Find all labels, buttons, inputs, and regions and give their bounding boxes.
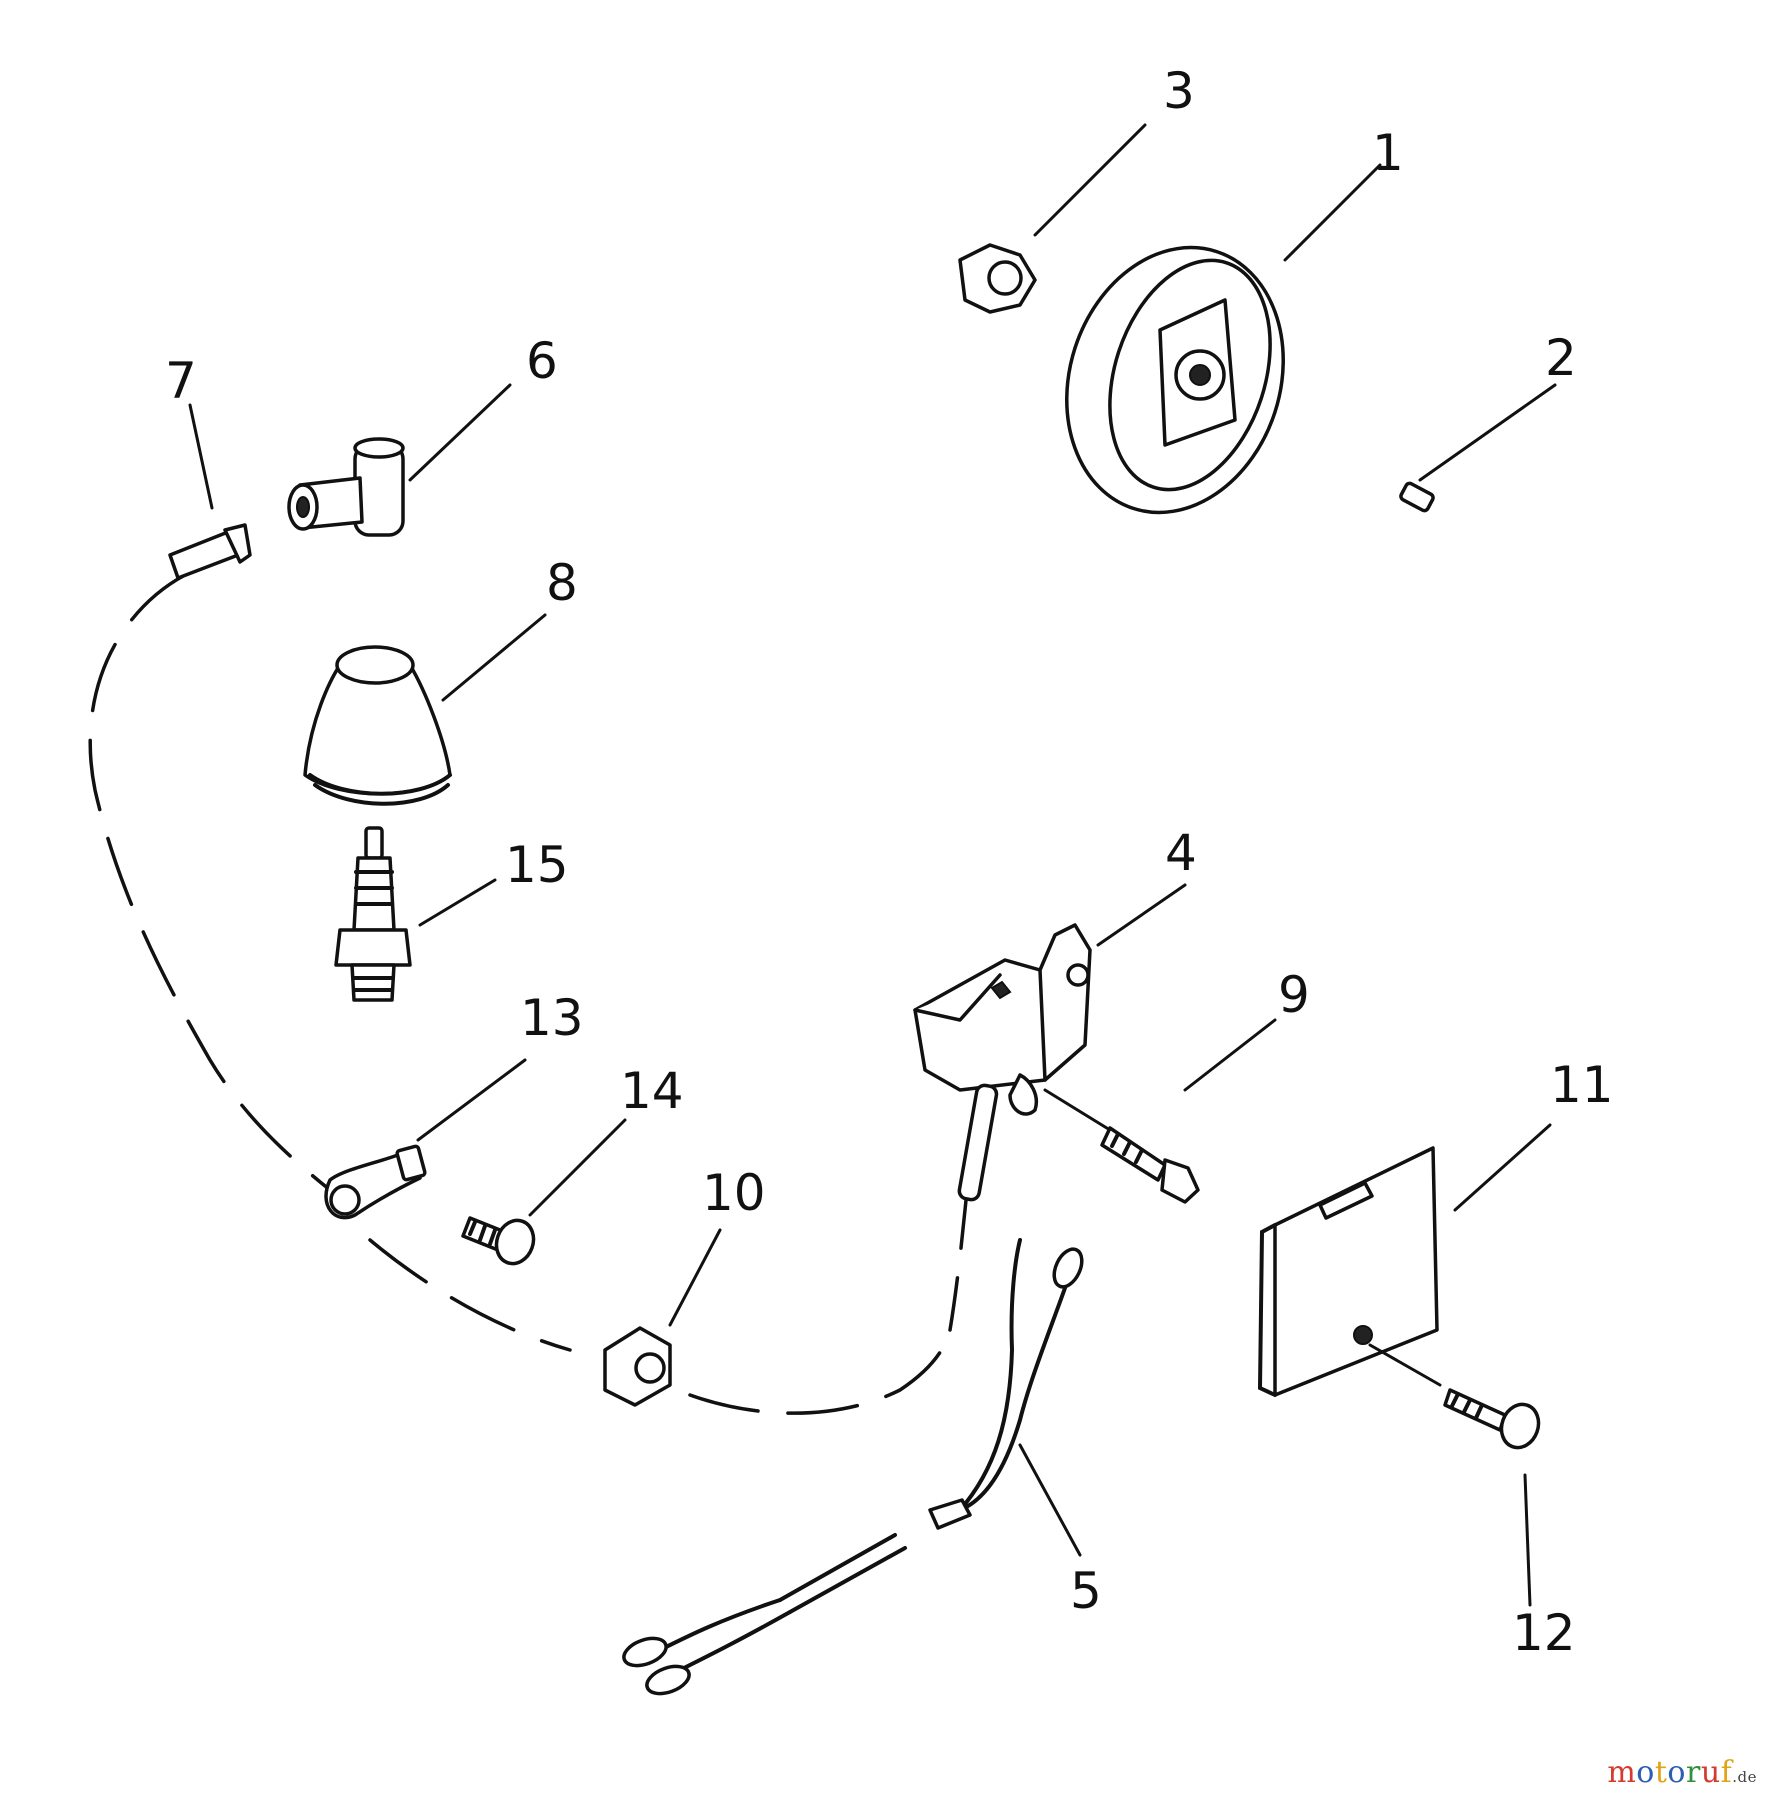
callout-3: 3 [1163, 62, 1195, 120]
callout-9: 9 [1278, 966, 1310, 1024]
ignition-coil-part [913, 923, 1092, 1202]
callout-15: 15 [505, 836, 569, 894]
ground-wire-part [622, 1238, 1084, 1696]
callout-11: 11 [1550, 1056, 1614, 1114]
wire-clamp-part [324, 1144, 427, 1220]
clamp-screw-part [461, 1216, 536, 1266]
callout-4: 4 [1165, 824, 1197, 882]
leader-lines [188, 123, 1557, 1607]
callout-12: 12 [1512, 1604, 1576, 1662]
callout-14: 14 [620, 1062, 684, 1120]
cover-screw-part [1368, 1343, 1541, 1450]
watermark-suffix: .de [1732, 1768, 1757, 1786]
callout-6: 6 [526, 332, 558, 390]
ignition-wire-dashed [88, 573, 332, 1192]
flywheel-part [1065, 245, 1285, 515]
watermark-letter: u [1700, 1755, 1721, 1790]
wire-terminal-part [168, 523, 252, 580]
coil-bolt-part [1043, 1088, 1200, 1204]
flywheel-nut-part [958, 243, 1037, 314]
flywheel-key-part [1399, 481, 1435, 513]
watermark-letter: m [1607, 1755, 1637, 1790]
callout-1: 1 [1372, 124, 1404, 182]
watermark-logo: motoruf.de [1607, 1755, 1757, 1790]
watermark-text: motoruf [1607, 1755, 1732, 1790]
wire-grommet-part [603, 1326, 672, 1407]
callout-10: 10 [702, 1164, 766, 1222]
spark-plug-cap-part [287, 437, 405, 537]
rubber-boot-part [303, 645, 452, 806]
callout-5: 5 [1070, 1562, 1102, 1620]
watermark-letter: r [1685, 1755, 1701, 1790]
callout-13: 13 [520, 989, 584, 1047]
watermark-letter: o [1636, 1755, 1655, 1790]
spark-plug-part [334, 826, 412, 1002]
callout-8: 8 [546, 554, 578, 612]
cover-plate-part [1257, 1146, 1439, 1397]
watermark-letter: f [1720, 1755, 1733, 1790]
watermark-letter: t [1654, 1755, 1668, 1790]
callout-7: 7 [165, 352, 197, 410]
watermark-letter: o [1667, 1755, 1686, 1790]
callout-2: 2 [1545, 329, 1577, 387]
ignition-wire-dashed-lower [368, 1238, 952, 1415]
